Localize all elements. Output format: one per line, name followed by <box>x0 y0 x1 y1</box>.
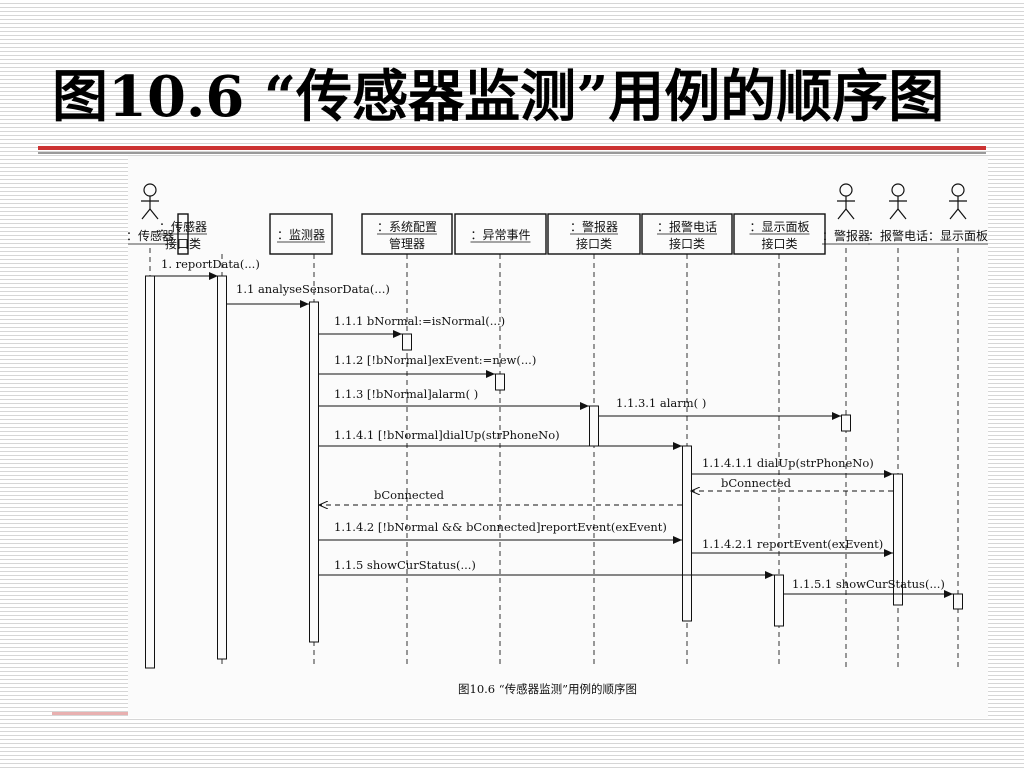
activation-bar <box>402 333 412 351</box>
actor-icon <box>837 183 855 220</box>
actor-icon <box>141 183 159 220</box>
lifeline-label: 接口类 <box>576 236 612 251</box>
lifeline-label: ：显示面板 <box>928 229 988 243</box>
message-label: 1.1.4.1.1 dialUp(strPhoneNo) <box>702 456 874 470</box>
title-divider-shadow <box>38 152 986 154</box>
activation-bar <box>589 405 599 447</box>
message-arrow: 1.1.1 bNormal:=isNormal(...) <box>319 314 505 338</box>
message-arrow: 1.1.4.2.1 reportEvent(exEvent) <box>691 537 893 557</box>
message-label: 1.1.4.2 [!bNormal && bConnected]reportEv… <box>334 520 667 534</box>
sequence-diagram: 1. reportData(...) 1.1 analyseSensorData(… <box>128 183 988 696</box>
message-label: bConnected <box>721 476 792 490</box>
activation-bar <box>495 373 505 391</box>
return-message: bConnected <box>319 488 682 505</box>
message-label: 1.1.4.1 [!bNormal]dialUp(strPhoneNo) <box>334 428 560 442</box>
activation-bar <box>682 445 692 622</box>
lifeline-label: ：传感器 <box>128 228 174 243</box>
lifeline-display: ：显示面板 <box>928 183 988 245</box>
lifeline-box <box>454 213 547 255</box>
message-label: 1.1.5 showCurStatus(...) <box>334 558 476 572</box>
message-label: 1.1.4.2.1 reportEvent(exEvent) <box>702 537 883 551</box>
lifeline-label: 管理器 <box>389 236 425 251</box>
message-label: 1.1.5.1 showCurStatus(...) <box>792 577 945 591</box>
return-message: bConnected <box>691 476 893 491</box>
slide-title: 图10.6 “传感器监测”用例的顺序图 <box>52 64 945 130</box>
message-arrow: 1.1.5.1 showCurStatus(...) <box>783 577 953 598</box>
message-arrow: 1. reportData(...) <box>150 257 260 280</box>
message-arrow: 1.1.3 [!bNormal]alarm( ) <box>319 387 589 410</box>
title-divider <box>38 146 986 150</box>
message-label: 1.1.3 [!bNormal]alarm( ) <box>334 387 478 401</box>
message-label: 1.1.1 bNormal:=isNormal(...) <box>334 314 505 328</box>
message-arrow: 1.1.3.1 alarm( ) <box>598 396 841 420</box>
lifeline-label: ：传感器 <box>159 219 207 234</box>
lifeline-label: ：警报器 <box>822 228 870 243</box>
message-arrow: 1.1.4.1 [!bNormal]dialUp(strPhoneNo) <box>319 428 682 450</box>
lifeline-label: 接口类 <box>165 236 201 251</box>
activation-bar <box>953 593 963 610</box>
lifeline-label: ：报警电话 <box>868 228 928 243</box>
message-label: 1. reportData(...) <box>161 257 260 271</box>
lifeline-label: ：异常事件 <box>470 228 530 242</box>
message-label: 1.1.3.1 alarm( ) <box>616 396 706 410</box>
lifeline-phone: ：报警电话 <box>868 183 928 245</box>
lifeline-sensor: ：传感器 <box>128 183 174 245</box>
lifeline-event: ：异常事件 <box>454 213 547 255</box>
message-arrow: 1.1.2 [!bNormal]exEvent:=new(...) <box>319 353 536 378</box>
activation-bar <box>309 301 319 643</box>
message-arrow: 1.1.5 showCurStatus(...) <box>319 558 774 579</box>
decorative-rule <box>52 712 128 715</box>
sequence-diagram-panel: 1. reportData(...) 1.1 analyseSensorData(… <box>128 156 988 718</box>
lifeline-label: 接口类 <box>761 236 797 251</box>
activation-bar <box>217 275 227 660</box>
message-label: 1.1.2 [!bNormal]exEvent:=new(...) <box>334 353 536 367</box>
activation-bar <box>774 574 784 627</box>
lifeline-box <box>269 213 333 255</box>
lifeline-label: 接口类 <box>669 236 705 251</box>
lifeline-label: ：警报器 <box>570 219 618 234</box>
activation-bar <box>893 473 903 606</box>
lifeline-label: ：系统配置 <box>377 220 437 234</box>
actor-icon <box>889 183 907 220</box>
lifeline-alarm: ：警报器 <box>822 183 870 245</box>
message-arrow: 1.1.4.2 [!bNormal && bConnected]reportEv… <box>319 520 682 544</box>
lifeline-label: ：监测器 <box>277 228 325 242</box>
diagram-caption: 图10.6 “传感器监测”用例的顺序图 <box>458 682 637 696</box>
activation-bar <box>145 275 155 669</box>
lifeline-label: ：报警电话 <box>657 219 717 234</box>
message-arrow: 1.1.4.1.1 dialUp(strPhoneNo) <box>691 456 893 478</box>
lifeline-monitor: ：监测器 <box>269 213 333 255</box>
message-label: 1.1 analyseSensorData(...) <box>236 282 390 296</box>
lifeline-label: ：显示面板 <box>749 220 809 234</box>
actor-icon <box>949 183 967 220</box>
message-arrow: 1.1 analyseSensorData(...) <box>226 282 390 308</box>
message-label: bConnected <box>374 488 445 502</box>
activation-bar <box>841 414 851 432</box>
